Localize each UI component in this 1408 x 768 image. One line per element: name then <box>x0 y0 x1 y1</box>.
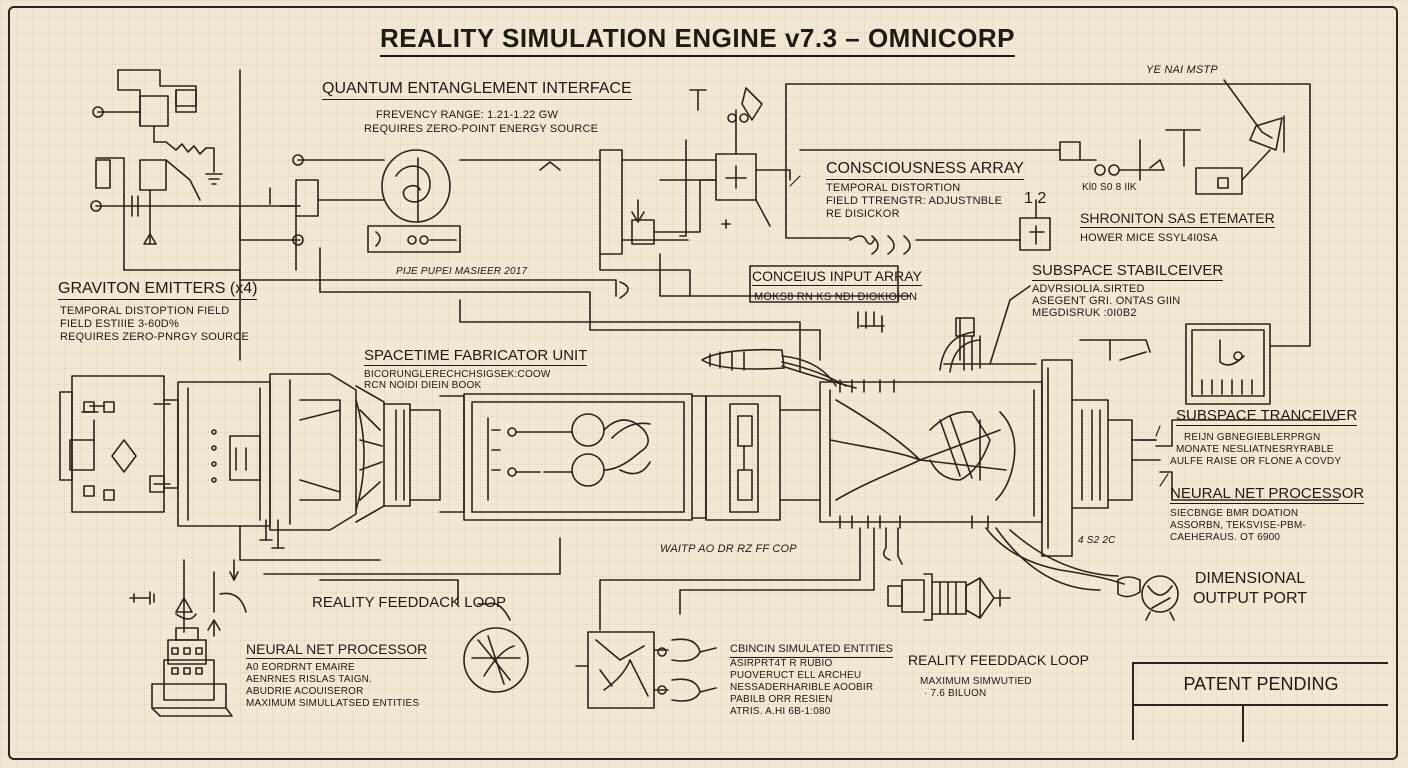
quantum-heading: QUANTUM ENTANGLEMENT INTERFACE <box>322 80 632 101</box>
subspace-stabilceiver-line2: ASEGENT GRI. ONTAS GIIN <box>1032 295 1181 307</box>
shroniton-line1: HOWER MICE SSYL4I0SA <box>1080 232 1218 244</box>
number-tag: 1 2 <box>1024 190 1047 207</box>
feedback-loop-left-heading: REALITY FEEDDACK LOOP <box>312 594 506 611</box>
antenna-drawing <box>129 559 247 637</box>
server-tower-drawing <box>151 627 233 717</box>
neural-net-right-line1: SIECBNGE BMR DOATION <box>1170 508 1299 519</box>
subspace-tranceiver-drawing <box>1137 323 1339 501</box>
title-block-separator <box>1242 704 1244 742</box>
consciousness-line2: FIELD TTRENGTR: ADJUSTNBLE <box>826 195 1003 207</box>
spacetime-line2: RCN NOIDI DIEIN BOOK <box>364 380 482 391</box>
quantum-line2: REQUIRES ZERO-POINT ENERGY SOURCE <box>364 123 599 135</box>
graviton-heading: GRAVITON EMITTERS (x4) <box>58 280 258 301</box>
dimensional-output-port-drawing <box>887 573 1179 621</box>
simulated-entities-line3: NESSADERHARIBLE AOOBIR <box>730 682 874 693</box>
dimensional-line1: DIMENSIONAL <box>1194 570 1306 587</box>
simulated-entities-line5: ATRIS. A.HI 6B-1:080 <box>730 706 831 717</box>
consciousness-line1: TEMPORAL DISTORTION <box>826 182 961 194</box>
neural-net-right-line2: ASSORBN, TEKSVISE-PBM- <box>1170 520 1306 531</box>
feedback-loop-disk <box>463 627 529 693</box>
consciousness-heading: CONSCIOUSNESS ARRAY <box>826 160 1024 181</box>
title-block-divider <box>1134 704 1388 706</box>
subspace-tranceiver-heading: SUBSPACE TRANCEIVER <box>1176 407 1358 427</box>
leader-lines <box>789 175 1169 487</box>
graviton-line3: REQUIRES ZERO-PNRGY SOURCE <box>60 331 249 343</box>
graviton-emitter-housing <box>59 375 179 513</box>
simulated-entities-module <box>575 631 717 709</box>
spacetime-line1: BICORUNGLERECHCHSIGSEK:COOW <box>364 369 551 380</box>
simulated-entities-line2: PUOVERUCT ELL ARCHEU <box>730 670 862 681</box>
consciousness-array-drawing <box>631 79 1311 347</box>
mid-connection-lines <box>239 215 1151 373</box>
quantum-interface-drawing <box>239 69 717 255</box>
dimensional-line2: OUTPUT PORT <box>1192 590 1308 607</box>
consciousness-line3: RE DISICKOR <box>826 208 900 220</box>
quantum-line1: FREVENCY RANGE: 1.21-1.22 GW <box>376 109 559 121</box>
spacetime-heading: SPACETIME FABRICATOR UNIT <box>364 347 588 367</box>
page-title: REALITY SIMULATION ENGINE v7.3 – OMNICOR… <box>380 23 1015 57</box>
kio-tag: Kl0 S0 8 IlK <box>1082 182 1137 193</box>
conceius-heading: CONCEIUS INPUT ARRAY <box>752 268 922 287</box>
neural-net-left-line4: MAXIMUM SIMULLATSED ENTITIES <box>246 698 420 709</box>
neural-net-left-line1: A0 EORDRNT EMAIRE <box>246 662 355 673</box>
subspace-stabilceiver-line3: MEGDISRUK :0I0B2 <box>1032 307 1137 319</box>
cable-bundle-drawing <box>701 331 1147 389</box>
lower-connection-lines <box>239 519 1125 631</box>
neural-net-right-line3: CAEHERAUS. OT 6900 <box>1170 532 1281 543</box>
top-right-tag: YE NAI MSTP <box>1146 64 1218 76</box>
graviton-line2: FIELD ESTIIIE 3-60D% <box>60 318 179 330</box>
small-note-1: PIJE PUPEI MASIEER 2017 <box>396 266 528 277</box>
subspace-tranceiver-line3: AULFE RAISE OR FLONE A COVDY <box>1170 456 1342 467</box>
neural-net-left-line3: ABUDRIE ACOUISEROR <box>246 686 364 697</box>
left-circuit-cluster <box>90 69 301 361</box>
title-block: PATENT PENDING <box>1132 662 1388 742</box>
simulated-entities-heading: CBINCIN SIMULATED ENTITIES <box>730 643 893 658</box>
shroniton-heading: SHRONITON SAS ETEMATER <box>1080 210 1275 229</box>
simulated-entities-line4: PABILB ORR RESIEN <box>730 694 833 705</box>
patent-pending-label: PATENT PENDING <box>1183 674 1339 694</box>
feedback-loop-right-heading: REALITY FEEDDACK LOOP <box>908 652 1090 668</box>
neural-net-left-heading: NEURAL NET PROCESSOR <box>246 641 428 660</box>
small-note-2: WAITP AO DR RZ FF COP <box>660 543 797 555</box>
subspace-tranceiver-line2: MONATE NESLIATNESRYRABLE <box>1176 444 1334 455</box>
neural-net-right-heading: NEURAL NET PROCESSOR <box>1170 485 1365 505</box>
feedback-loop-right-line2: · 7.6 BILUON <box>924 688 987 699</box>
conceius-line1: MOKS8 RN KS NDI DIOKIOION <box>754 291 918 303</box>
small-note-3: 4 S2 2C <box>1078 535 1116 546</box>
graviton-line1: TEMPORAL DISTOPTION FIELD <box>60 305 230 317</box>
neural-net-left-line2: AENRNES RISLAS TAIGN. <box>246 674 373 685</box>
spacetime-fabricator-body <box>177 359 1161 557</box>
feedback-loop-right-line1: MAXIMUM SIMWUTIED <box>920 676 1032 687</box>
sheet-border <box>8 6 1398 760</box>
subspace-stabilceiver-line1: ADVRSIOLIA.SIRTED <box>1032 283 1145 295</box>
simulated-entities-line1: ASIRPRT4T R RUBIO <box>730 658 833 669</box>
subspace-tranceiver-line1: REIJN GBNEGIEBLERPRGN <box>1184 432 1321 443</box>
subspace-stabilceiver-heading: SUBSPACE STABILCEIVER <box>1032 262 1224 282</box>
